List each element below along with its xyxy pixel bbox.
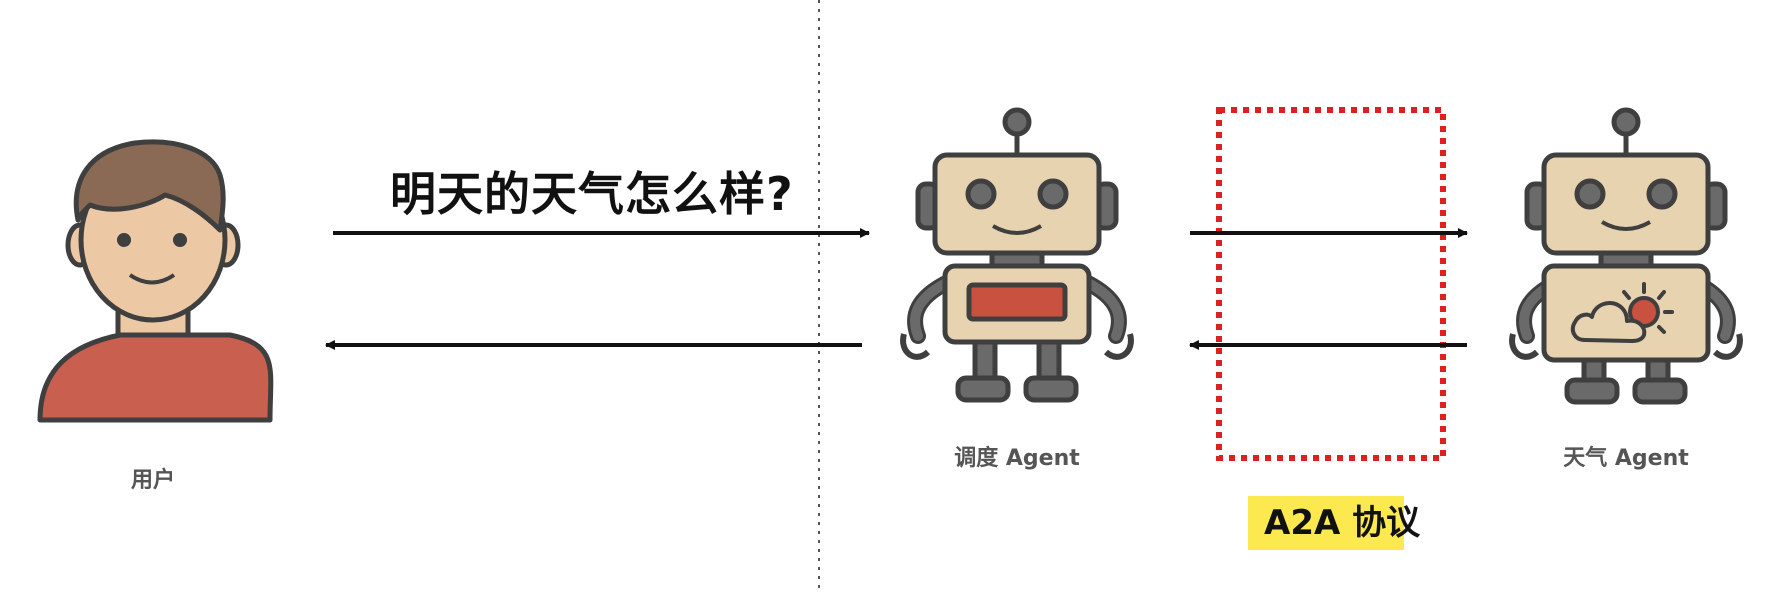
weather-robot-icon xyxy=(1509,107,1743,405)
protocol-badge-bg xyxy=(1248,496,1404,550)
protocol-badge: A2A 协议 xyxy=(1264,503,1421,543)
robot-icon xyxy=(900,107,1134,403)
user-label: 用户 xyxy=(130,468,176,493)
question-text: 明天的天气怎么样? xyxy=(390,167,794,221)
user-avatar-icon xyxy=(37,139,274,423)
protocol-box xyxy=(1216,107,1446,461)
dispatcher-label: 调度 Agent xyxy=(954,446,1080,471)
cloud-sun-icon xyxy=(1570,282,1674,343)
weather-agent-label: 天气 Agent xyxy=(1563,446,1689,471)
